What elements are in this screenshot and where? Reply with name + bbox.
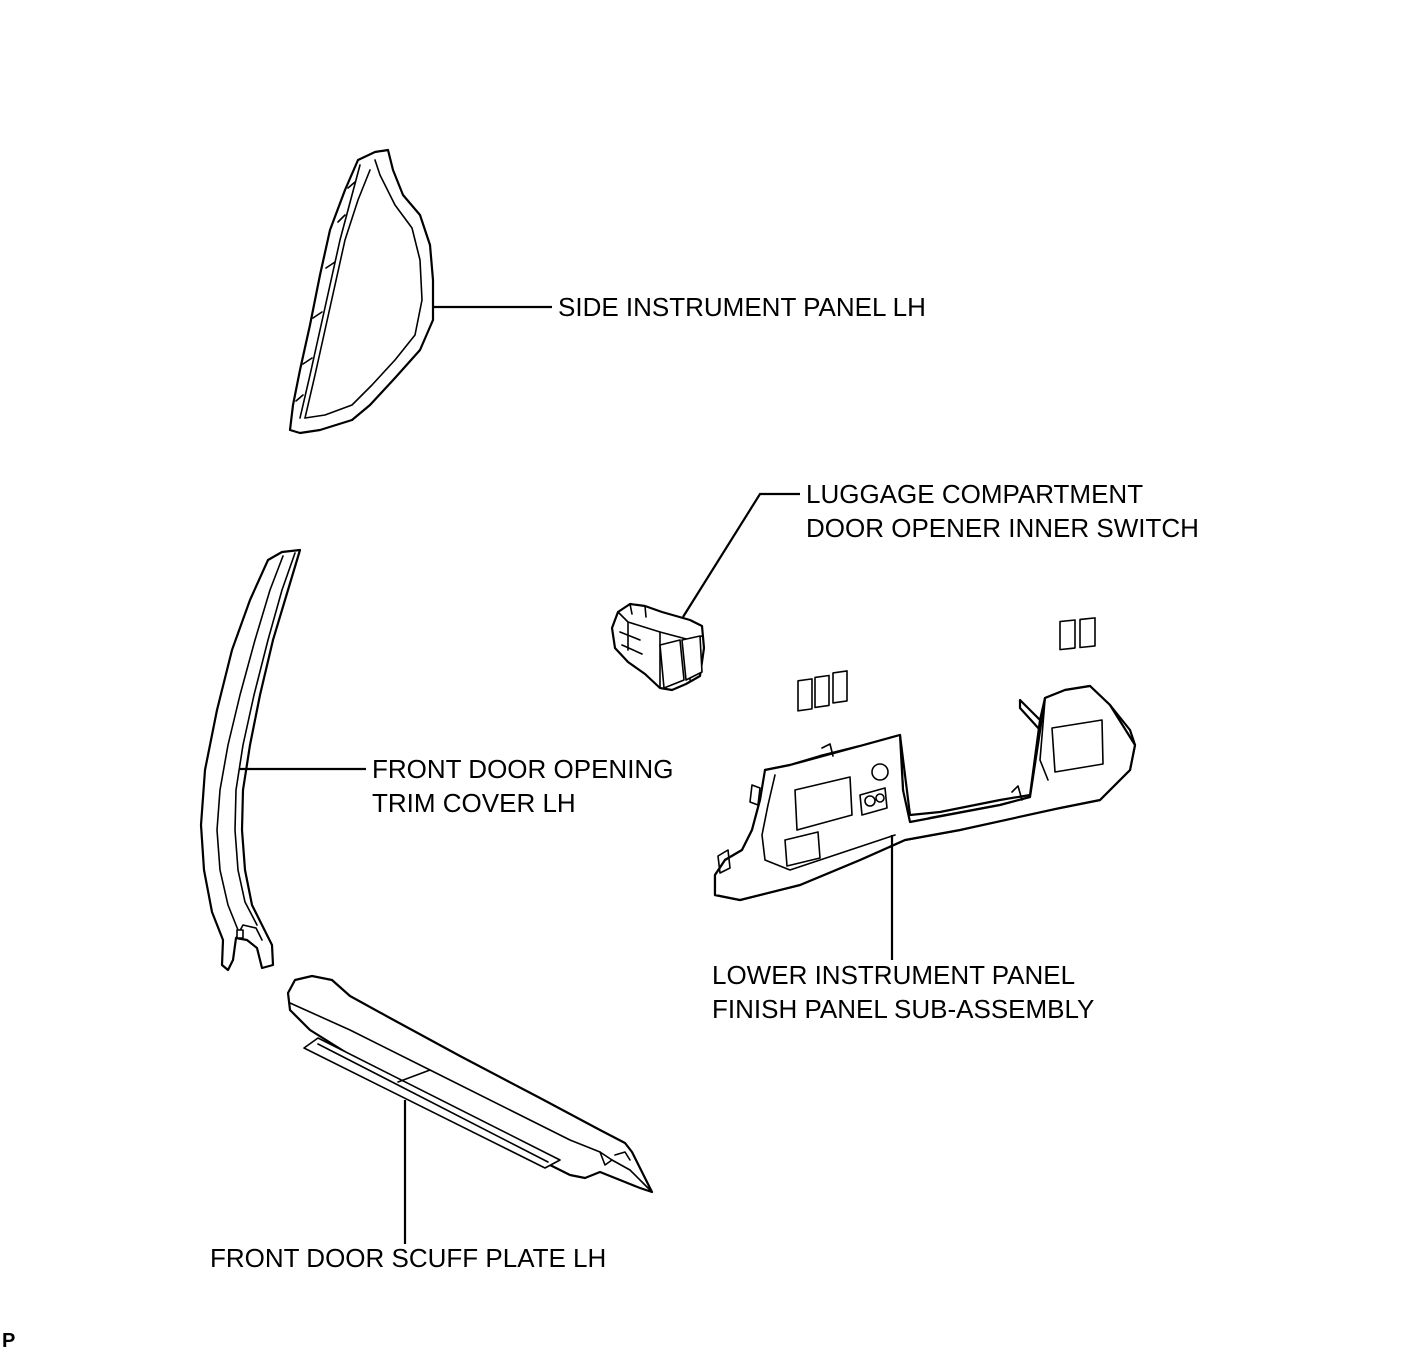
label-luggage-compartment-switch: LUGGAGE COMPARTMENT DOOR OPENER INNER SW… — [806, 477, 1199, 545]
front-door-scuff-plate-lh-part — [286, 974, 654, 1194]
luggage-compartment-door-opener-inner-switch-part — [610, 602, 706, 692]
side-instrument-panel-lh-part — [288, 148, 435, 435]
label-line: LOWER INSTRUMENT PANEL — [712, 960, 1076, 990]
label-front-door-opening-trim-cover: FRONT DOOR OPENING TRIM COVER LH — [372, 752, 673, 820]
label-line: FRONT DOOR OPENING — [372, 754, 674, 784]
lower-instrument-panel-finish-panel-part — [713, 617, 1137, 902]
label-front-door-scuff-plate: FRONT DOOR SCUFF PLATE LH — [210, 1241, 606, 1275]
label-lower-instrument-panel: LOWER INSTRUMENT PANEL FINISH PANEL SUB-… — [712, 958, 1094, 1026]
label-line: LUGGAGE COMPARTMENT — [806, 479, 1144, 509]
label-line: FRONT DOOR SCUFF PLATE LH — [210, 1243, 607, 1273]
label-line: FINISH PANEL SUB-ASSEMBLY — [712, 994, 1095, 1024]
label-side-instrument-panel-lh: SIDE INSTRUMENT PANEL LH — [558, 290, 926, 324]
front-door-opening-trim-cover-lh-part — [199, 548, 302, 972]
leader-luggage-switch — [682, 492, 800, 618]
page-code: P — [2, 1330, 16, 1352]
label-line: DOOR OPENER INNER SWITCH — [806, 513, 1199, 543]
label-line: TRIM COVER LH — [372, 788, 576, 818]
label-line: SIDE INSTRUMENT PANEL LH — [558, 292, 926, 322]
